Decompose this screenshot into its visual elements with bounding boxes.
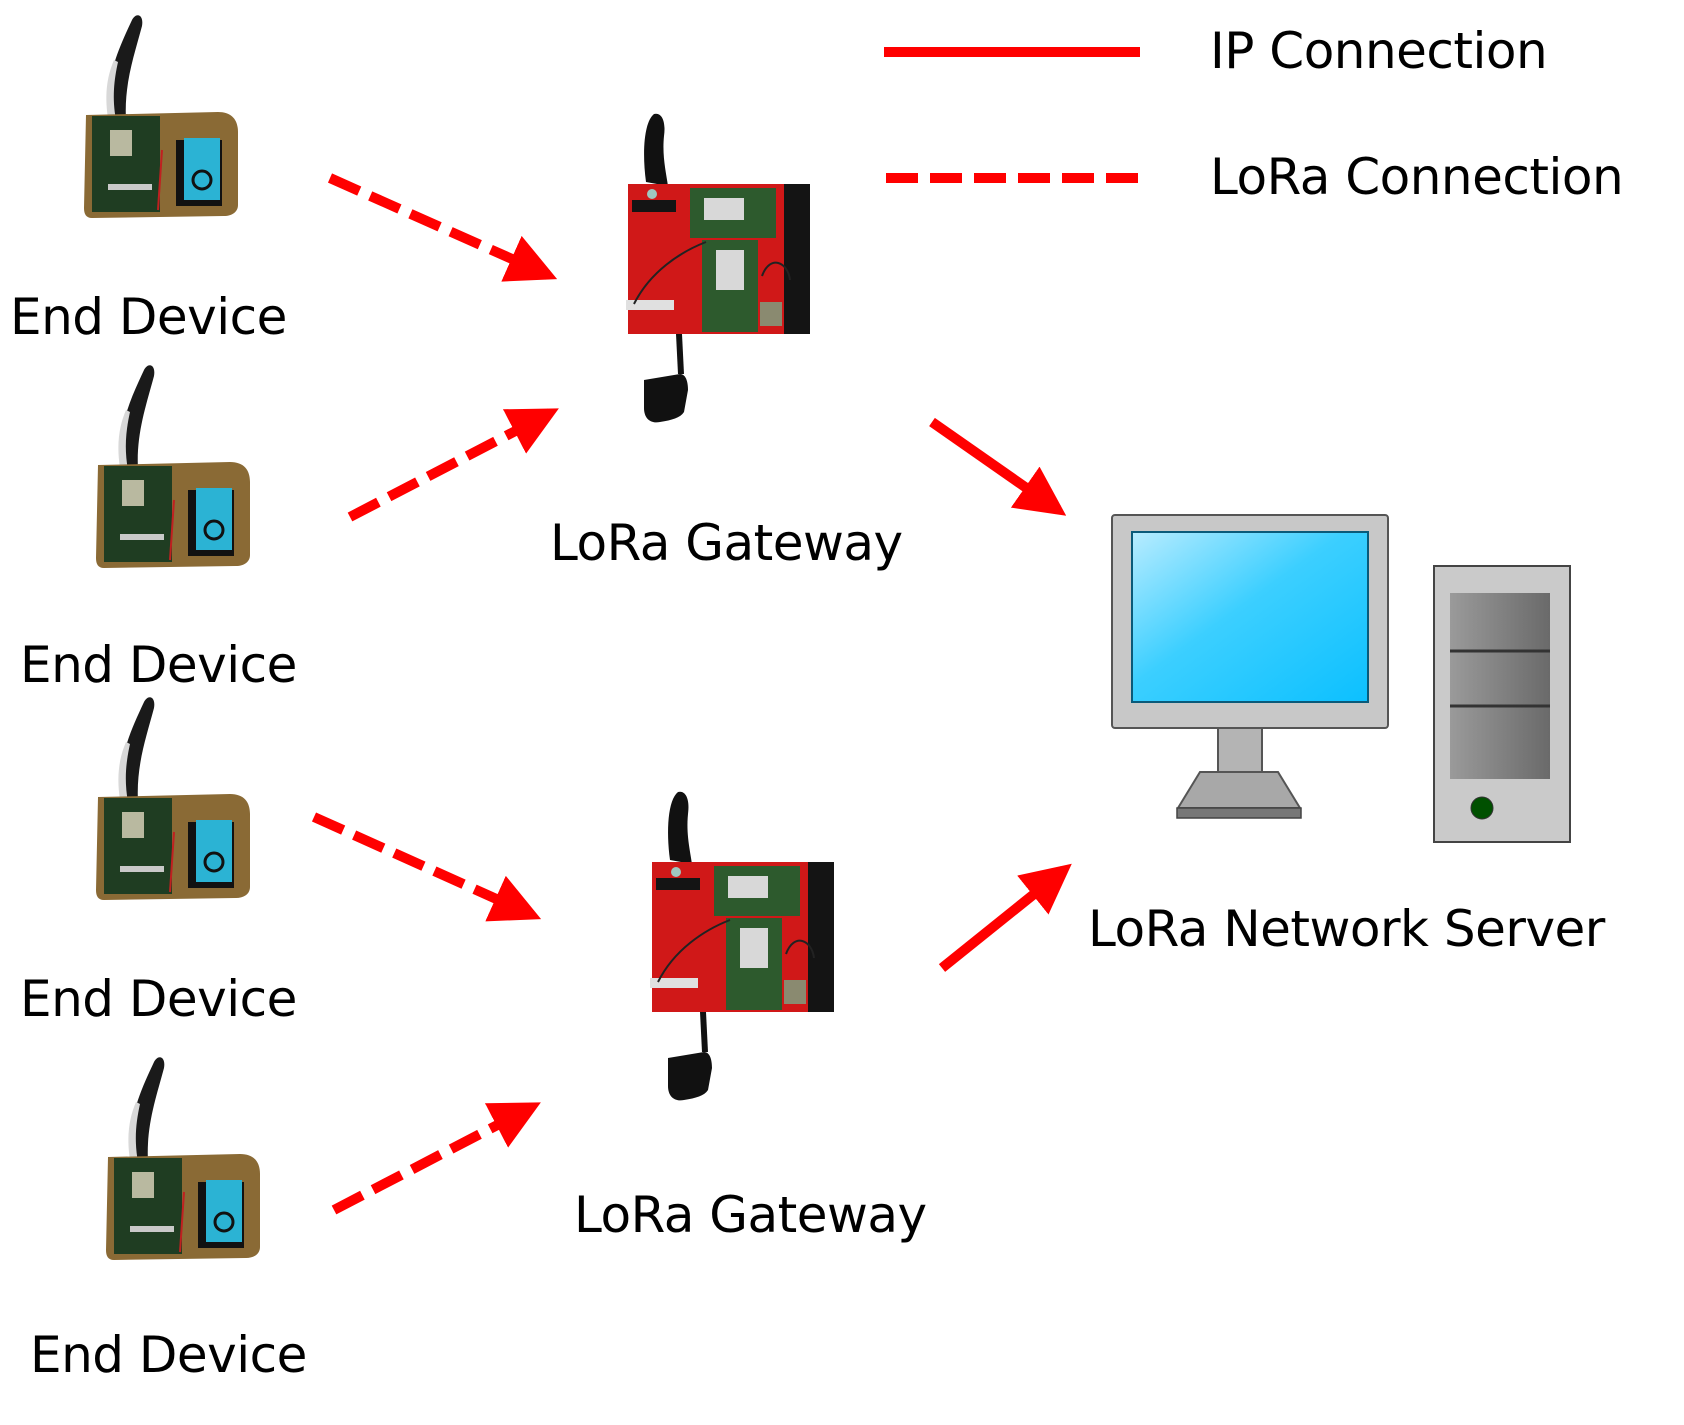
lora-edge-ed3-gw2	[311, 812, 542, 922]
ip-edge-gw2-ns	[938, 863, 1072, 972]
end-device-label: End Device	[20, 970, 297, 1028]
end-device-icon	[94, 363, 252, 570]
legend-lora-label: LoRa Connection	[1210, 148, 1624, 206]
end-device-icon	[82, 13, 240, 220]
gateway-icon	[649, 790, 835, 1102]
network-server-icon	[1111, 514, 1571, 843]
lora-edge-ed4-gw2	[331, 1102, 541, 1215]
ip-connections	[929, 417, 1072, 972]
ip-edge-gw1-ns	[929, 417, 1067, 516]
gateway-label: LoRa Gateway	[550, 514, 903, 572]
legend-ip-label: IP Connection	[1210, 22, 1548, 80]
lora-edge-ed2-gw1	[347, 408, 559, 522]
end-device-label: End Device	[10, 288, 287, 346]
end-device-label: End Device	[30, 1326, 307, 1384]
end-device-icon	[104, 1055, 262, 1262]
gateway-icon	[625, 112, 811, 424]
lora-edge-ed1-gw1	[327, 173, 558, 282]
network-server-label: LoRa Network Server	[1088, 900, 1605, 958]
legend	[884, 47, 1140, 183]
end-device-icon	[94, 695, 252, 902]
end-device-label: End Device	[20, 636, 297, 694]
lora-connections	[311, 173, 559, 1215]
gateway-label: LoRa Gateway	[574, 1186, 927, 1244]
